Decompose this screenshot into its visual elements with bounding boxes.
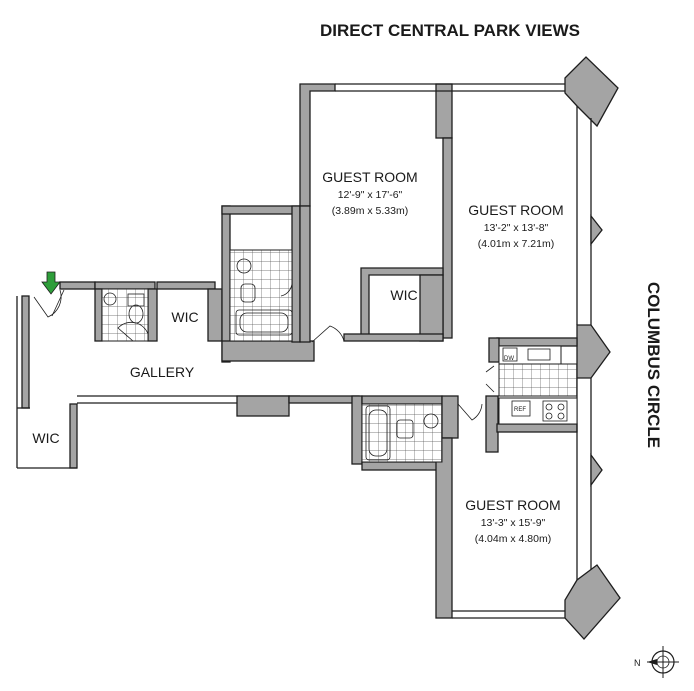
wall-kitchen-left [488,337,500,363]
bathtub-icon [235,309,293,336]
toilet-icon [396,419,414,439]
wall-left-outer [21,295,30,409]
wall-top-wic [156,281,216,290]
sink-icon [423,413,439,429]
dishwasher-label: DW [504,356,514,362]
wall-bath3-top [288,395,360,404]
wall-bath2-left [221,205,231,363]
wall-gr1-closet-right [419,274,444,342]
bathroom-2 [229,249,293,342]
wall-gr1-right [442,137,453,339]
wall-top-bath1 [94,281,156,290]
compass-north-icon [647,646,679,678]
burner-icon [557,412,565,420]
wall-gr3-left [435,437,453,619]
fin-upper [590,214,603,246]
guest-room-2-dim: 13'-2" x 13'-8" [484,222,549,234]
guest-room-1-metric: (3.89m x 5.33m) [332,205,408,217]
guest-room-2-name: GUEST ROOM [468,202,563,218]
fin-lower [590,453,603,487]
wall-column-top [435,83,453,139]
wic-1-label: WIC [390,287,417,303]
walls [16,56,621,640]
wall-gr1-top-left [299,83,336,207]
toilet-tank-icon [127,293,145,307]
gr3-door-swing-icon [457,403,483,421]
kitchen-floor [498,363,578,397]
wall-wic-inner [69,403,78,469]
counter-bottom [498,397,578,425]
wall-kitchen-post [485,395,499,453]
wall-bath3-left [351,395,363,465]
wall-bath3-top-left [236,395,290,417]
compass-label: N [634,658,641,668]
refrigerator-label: REF [514,407,526,413]
wall-bath2-right [291,205,301,343]
wall-gr1-left [299,205,311,343]
kitchen-door-icon [485,365,495,393]
dishwasher-icon [502,347,518,362]
entry-arrow-icon [41,271,61,295]
gallery-label: GALLERY [130,364,195,380]
guest-room-3-name: GUEST ROOM [465,497,560,513]
entry-door-swing-icon [33,289,62,318]
burner-icon [557,403,565,411]
wall-bath3-right [441,395,459,439]
cooktop-icon [542,400,568,422]
guest-room-3-dim: 13'-3" x 15'-9" [481,517,546,529]
wall-bath1-left [94,288,103,342]
wall-bath3-bottom [361,461,443,471]
guest-room-1-name: GUEST ROOM [322,169,417,185]
plan-header: DIRECT CENTRAL PARK VIEWS [320,21,580,40]
doors [33,289,483,421]
kitchen-sink-icon [527,348,551,361]
gr1-door-swing-icon [311,325,345,343]
refrigerator-icon [511,400,531,417]
wall-bay-bottom [564,564,621,640]
toilet-icon [240,283,256,303]
bathtub-basin-icon [239,312,289,333]
sink-icon [236,258,252,274]
wall-bay-top [564,56,619,128]
burner-icon [545,403,553,411]
door-swing-icon [280,281,293,297]
bath1-door-swing-icon [117,321,149,342]
bathroom-1 [101,288,149,342]
wall-kitchen-top [496,337,578,347]
bathtub-basin-icon [368,409,388,457]
wall-top-entry [59,281,96,290]
wall-mid-bump [576,324,611,379]
wic-3-label: WIC [32,430,59,446]
wall-kitchen-bottom [496,423,578,433]
wic-2-label: WIC [171,309,198,325]
wall-gr1-bottom [343,333,444,342]
guest-room-1-dim: 12'-9" x 17'-6" [338,189,403,201]
entry-door-leaf-icon [51,289,65,317]
bathroom-3 [361,403,443,463]
guest-room-2-metric: (4.01m x 7.21m) [478,238,554,250]
wall-wic-right [207,288,223,342]
wall-bath2-bottom [221,340,315,362]
burner-icon [545,412,553,420]
sink-icon [103,292,117,306]
kitchen: DW REF [485,345,578,425]
bathtub-icon [365,405,391,461]
room-labels: GUEST ROOM 12'-9" x 17'-6" (3.89m x 5.33… [32,169,563,545]
guest-room-3-metric: (4.04m x 4.80m) [475,533,551,545]
wall-bath2-top [221,205,301,215]
street-label: COLUMBUS CIRCLE [644,282,663,448]
wall-bath1-right [147,288,158,342]
wall-bath3-top2 [361,395,443,405]
